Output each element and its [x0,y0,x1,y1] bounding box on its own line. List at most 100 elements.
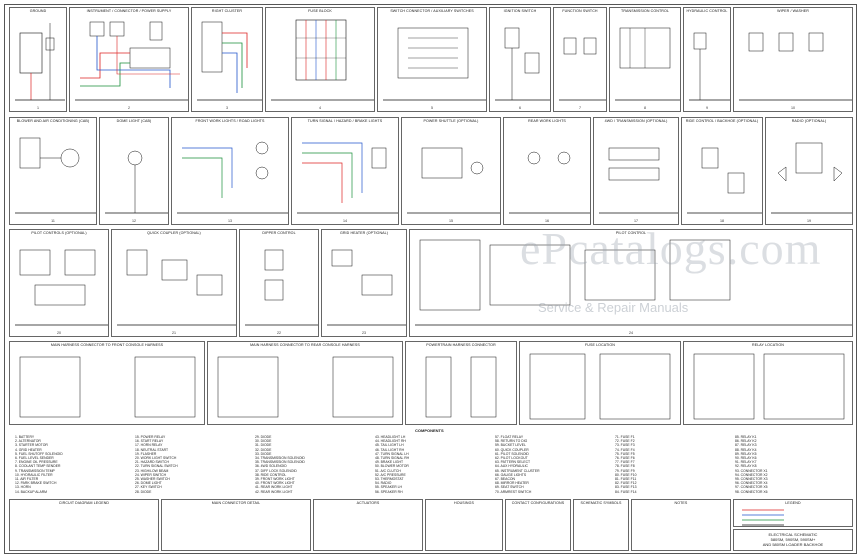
legend-item: 7. ENGINE OIL PRESSURE [15,460,58,465]
wiring-diagram [327,249,406,326]
legend-item: 47. TURN SIGNAL LH [375,451,409,456]
legend-item: 89. RELAY K5 [735,451,757,456]
panel-title: GRID HEATER (OPTIONAL) [339,231,389,235]
legend-item: 22. TURN SIGNAL SWITCH [135,464,178,469]
panel-number: 24 [629,331,633,335]
legend-item: 34. TRANSMISSION SOLENOID [255,456,305,461]
legend-item: 56. SPEAKER RH [375,489,403,494]
panel-title: MAIN HARNESS CONNECTOR TO REAR CONSOLE H… [250,343,360,347]
legend-item: 71. FUSE F1 [615,435,635,439]
panel-number: 5 [431,106,433,110]
legend-item: 15. POWER RELAY [135,435,166,439]
legend-item: 90. RELAY K6 [735,456,757,461]
legend-item: 86. RELAY K2 [735,439,757,444]
wiring-diagram [689,32,730,101]
panel-title: POWERTRAIN HARNESS CONNECTOR [426,343,496,347]
legend-item: 10. HYDRAULIC FILTER [15,472,53,477]
legend-item: 9. TRANSMISSION TEMP [15,468,55,473]
panel-title: HYDRAULIC CONTROL [686,9,728,13]
wiring-diagram [615,27,680,101]
panel-title: QUICK COUPLER (OPTIONAL) [147,231,201,235]
panel-number: 19 [807,219,811,223]
legend-item: 63. PATTERN SELECT [495,460,531,465]
legend-item: 98. CONNECTOR X6 [735,489,768,494]
legend-item: 17. HORN RELAY [135,443,163,448]
panel-number: 12 [132,219,136,223]
panel-number: 21 [172,331,176,335]
panel-dipper: DIPPER CONTROL 22 [239,229,319,337]
panel-transmission: TRANSMISSION CONTROL 8 [609,7,681,112]
title-line-2: 580SM, 590SM, 590SM+ [770,537,816,542]
legend-item: 26. DOME LIGHT [135,481,162,486]
legend-item: 49. BRAKE LIGHT [375,460,404,465]
panel-title: INSTRUMENT / CONNECTOR / POWER SUPPLY [86,9,172,13]
legend-item: 75. FUSE F5 [615,451,635,456]
panel-blower: BLOWER AND AIR CONDITIONING (CAB) 11 [9,117,97,225]
panel-quick-coupler: QUICK COUPLER (OPTIONAL) 21 [111,229,237,337]
panel-switch-connector: SWITCH CONNECTOR / AUXILIARY SWITCHES 5 [377,7,487,112]
legend-item: 96. CONNECTOR X4 [735,481,768,486]
wiring-diagram [407,147,500,214]
legend-item: 6. FUEL LEVEL SENDER [15,456,54,461]
legend-item: 95. CONNECTOR X3 [735,477,768,482]
panel-title: TRANSMISSION CONTROL [621,9,669,13]
legend-item: 27. KEY SWITCH [135,485,162,490]
circuit-legend-title: CIRCUIT DIAGRAM LEGEND [58,501,110,505]
legend-item: 59. BUCKET LEVEL [495,443,526,448]
actuators-title: ACTUATORS [356,501,380,505]
legend-item: 53. THERMOSTAT [375,477,404,482]
legend-item: 57. FLOAT RELAY [495,435,524,439]
legend-item: 50. BLOWER MOTOR [375,464,409,469]
panel-title: BLOWER AND AIR CONDITIONING (CAB) [16,119,90,123]
legend-item: 97. CONNECTOR X5 [735,485,768,490]
legend-item: 46. TAIL LIGHT RH [375,447,405,452]
panel-number: 2 [128,106,130,110]
panel-rear-connector: MAIN HARNESS CONNECTOR TO REAR CONSOLE H… [207,341,403,425]
bottom-symbols: SCHEMATIC SYMBOLS [573,499,629,551]
legend-item: 36. 4WD SOLENOID [255,464,287,469]
watermark-text: ePcatalogs.com [520,223,822,274]
wiring-diagram [245,249,318,326]
legend-item: 48. TURN SIGNAL RH [375,456,410,461]
legend-item: 87. RELAY K3 [735,443,757,448]
panel-number: 11 [51,219,55,223]
panel-title: RIGHT CLUSTER [211,9,243,13]
legend-title: LEGEND [785,501,801,505]
legend-item: 91. RELAY K7 [735,460,757,465]
panel-title: GROUND [29,9,47,13]
legend-item: 80. FUSE F10 [615,472,637,477]
panel-instrument: INSTRUMENT / CONNECTOR / POWER SUPPLY 2 [69,7,189,112]
panel-title: MAIN HARNESS CONNECTOR TO FRONT CONSOLE … [50,343,164,347]
wiring-diagram [739,32,852,101]
panel-number: 20 [57,331,61,335]
legend-item: 55. SPEAKER LH [375,485,402,490]
wiring-diagram [559,37,606,101]
panel-pilot-control: PILOT CONTROL 24 [409,229,853,337]
panel-number: 16 [545,219,549,223]
panel-front-work-lights: FRONT WORK LIGHTS / ROAD LIGHTS 13 [171,117,289,225]
legend-item: 93. CONNECTOR X1 [735,468,768,473]
wiring-diagram [415,239,852,326]
title-line-3: AND 580SM LOADER BACKHOE [762,542,824,547]
legend-item: 20. WORK LIGHT SWITCH [135,456,177,461]
legend-item: 81. FUSE F11 [615,477,637,482]
title-block: ELECTRICAL SCHEMATIC 580SM, 590SM, 590SM… [733,529,853,551]
notes-title: NOTES [674,501,688,505]
legend-item: 45. TAIL LIGHT LH [375,443,404,448]
panel-number: 18 [720,219,724,223]
legend-item: 29. DIODE [255,435,272,439]
legend-item: 77. FUSE F7 [615,460,635,465]
wiring-diagram [117,249,236,326]
panel-number: 1 [37,106,39,110]
legend-item: 30. DIODE [255,439,272,444]
legend-item: 54. RADIO [375,481,392,486]
legend-item: 72. FUSE F2 [615,439,635,444]
bottom-legend: LEGEND [733,499,853,527]
legend-item: 2. ALTERNATOR [15,439,41,444]
relay-chart [693,353,845,420]
panel-number: 22 [277,331,281,335]
legend-item: 25. WASHER SWITCH [135,477,170,482]
legend-item: 11. AIR FILTER [15,477,39,482]
